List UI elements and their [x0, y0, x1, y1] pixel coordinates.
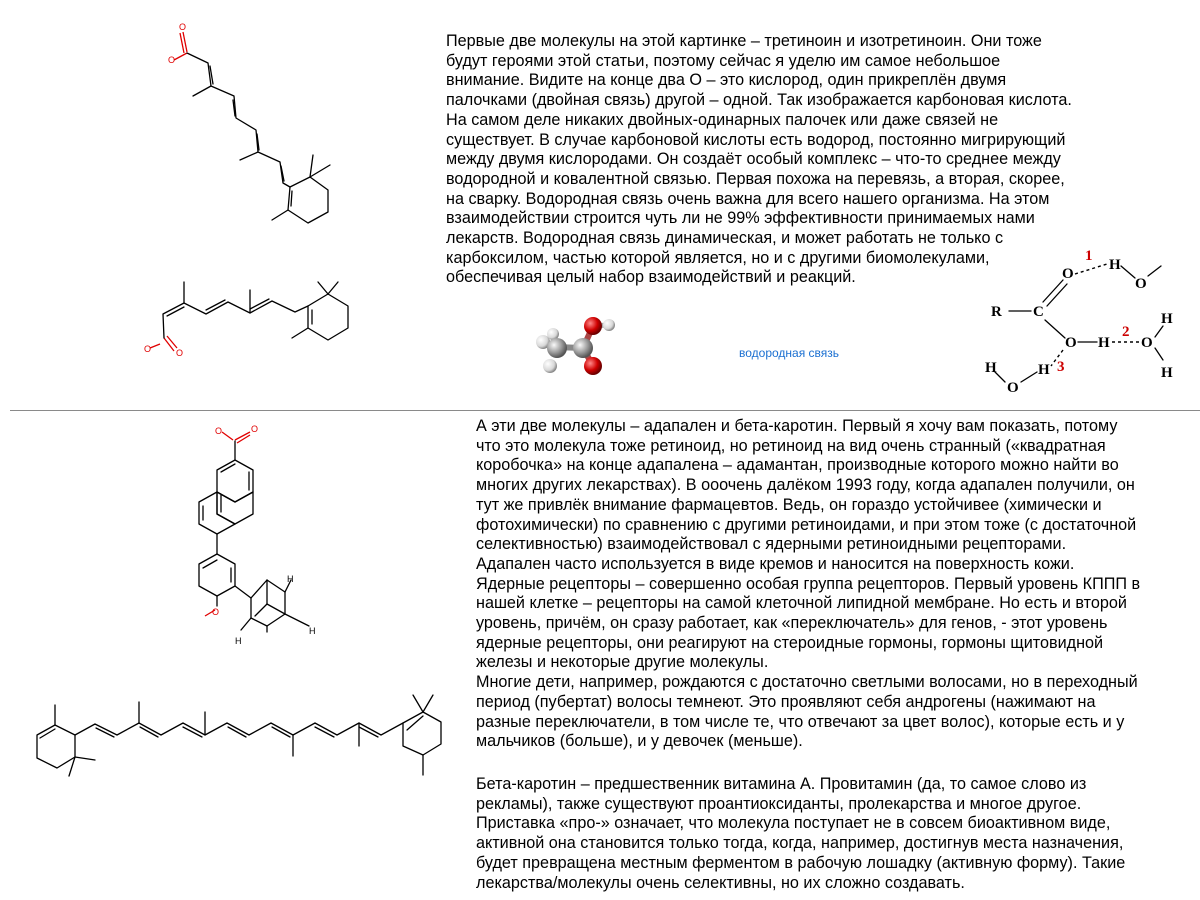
- adapalene-paragraph-line: ядерные рецепторы, они реагируют на стер…: [476, 633, 1104, 652]
- hb-water3-h2: H: [985, 360, 997, 376]
- hydrogen-label: H: [287, 574, 294, 584]
- intro-paragraph-line: на сварку. Водородная связь очень важна …: [446, 189, 1050, 208]
- beta-carotene-structure: [36, 694, 442, 777]
- acetic-acid-3d-model: [536, 317, 615, 375]
- beta-carotene-paragraph-line: лекарства/молекулы очень селективны, но …: [476, 873, 965, 892]
- beta-carotene-paragraph-line: рекламы), также существуют проантиоксида…: [476, 794, 1082, 813]
- adapalene-paragraph-line: период (пубертат) волосы темнеют. Это пр…: [476, 692, 1096, 711]
- adapalene-structure: O O O H H H: [198, 424, 316, 646]
- hydrogen-label: H: [235, 636, 242, 646]
- adapalene-paragraph-line: А эти две молекулы – адапален и бета-кар…: [476, 417, 1118, 435]
- oxygen-label: O: [212, 607, 219, 617]
- hb-water1-h: H: [1109, 257, 1121, 273]
- hb-water2-h2: H: [1161, 365, 1173, 381]
- oxygen-label: O: [215, 426, 222, 436]
- beta-carotene-bonds: [36, 694, 442, 777]
- beta-carotene-paragraph-line: Бета-каротин – предшественник витамина А…: [476, 775, 1087, 793]
- adapalene-paragraph-line: фотохимически) по сравнению с другими ре…: [476, 515, 1137, 534]
- isotretinoin-bonds: [149, 281, 349, 352]
- adapalene-bonds: [198, 431, 310, 633]
- hb-number-2: 2: [1122, 324, 1130, 340]
- oxygen-label: O: [168, 55, 175, 65]
- beta-carotene-paragraph-line: Приставка «про-» означает, что молекула …: [476, 814, 1111, 833]
- adapalene-paragraph-line: тут же привлёк внимание фармацевтов. Вед…: [476, 495, 1102, 514]
- adapalene-paragraph-line: что это молекула тоже ретиноид, но ретин…: [476, 436, 1106, 455]
- oxygen-label: O: [179, 22, 186, 32]
- oxygen-atom: [584, 317, 602, 335]
- hb-c-label: C: [1033, 304, 1044, 320]
- adapalene-paragraph-line: Ядерные рецепторы – совершенно особая гр…: [476, 574, 1141, 593]
- intro-paragraph-line: между двумя кислородами. Он создаёт особ…: [446, 150, 1061, 169]
- hb-number-3: 3: [1057, 359, 1065, 375]
- adapalene-paragraph-line: мальчиков (больше), и у девочек (меньше)…: [476, 732, 803, 751]
- hb-number-1: 1: [1085, 248, 1093, 264]
- hydrogen-atom: [536, 335, 550, 349]
- tretinoin-structure: O O: [168, 22, 331, 224]
- adapalene-paragraph-line: нашей клетке – рецепторы на самой клеточ…: [476, 594, 1127, 613]
- hb-water3-h1: H: [1038, 362, 1050, 378]
- hydrogen-label: H: [309, 626, 316, 636]
- hydrogen-bond-diagram: R C O O H O H H H O H O H 1 2 3: [985, 248, 1173, 396]
- intro-paragraph-line: водородной и ковалентной связью. Первая …: [446, 169, 1065, 188]
- intro-paragraph-line: внимание. Видите на конце два О – это ки…: [446, 71, 1007, 90]
- hb-r-label: R: [991, 304, 1002, 320]
- intro-paragraph-line: будут героями этой статьи, поэтому сейча…: [446, 51, 1001, 70]
- hydrogen-atom: [603, 319, 615, 331]
- hydrogen-atom: [543, 359, 557, 373]
- intro-paragraph-line: обеспечивая целый набор взаимодействий и…: [446, 268, 856, 287]
- hb-water3-o: O: [1007, 380, 1019, 396]
- adapalene-paragraph-line: многих других лекарствах). В ооочень дал…: [476, 476, 1135, 495]
- adapalene-paragraph-line: Адапален часто используется в виде кремо…: [476, 554, 1075, 573]
- hb-h-center: H: [1098, 335, 1110, 351]
- beta-carotene-paragraph-line: будет превращена местным ферментом в раб…: [476, 853, 1126, 872]
- intro-paragraph-line: палочками (двойная связь) другой – одной…: [446, 91, 1072, 110]
- adapalene-paragraph-line: селективностью) взаимодействовал с ядерн…: [476, 535, 1067, 554]
- intro-paragraph-line: лекарств. Водородная связь динамическая,…: [446, 229, 1004, 248]
- oxygen-label: O: [251, 424, 258, 434]
- carbon-atom: [547, 338, 567, 358]
- hb-water2-o: O: [1141, 335, 1153, 351]
- hydrogen-atom: [547, 328, 559, 340]
- hb-water2-h1: H: [1161, 311, 1173, 327]
- hb-o-hydroxyl: O: [1065, 335, 1077, 351]
- tretinoin-bonds: [173, 31, 331, 224]
- beta-carotene-paragraph: Бета-каротин – предшественник витамина А…: [476, 775, 1200, 893]
- adapalene-paragraph-line: уровень, причём, он сразу работает, как …: [476, 614, 1108, 633]
- adapalene-paragraph-line: коробочка» на конце адапалена – адаманта…: [476, 456, 1119, 475]
- beta-carotene-paragraph-line: активной она становится только тогда, ко…: [476, 834, 1124, 853]
- hb-water1-o: O: [1135, 276, 1147, 292]
- oxygen-label: O: [176, 348, 183, 358]
- oxygen-atom: [584, 357, 602, 375]
- oxygen-label: O: [144, 344, 151, 354]
- adapalene-paragraph-line: разные переключатели, в том числе те, чт…: [476, 712, 1125, 731]
- carbon-atom: [573, 338, 593, 358]
- adapalene-paragraph-line: Многие дети, например, рождаются с доста…: [476, 673, 1138, 692]
- intro-paragraph-line: На самом деле никаких двойных-одинарных …: [446, 110, 999, 129]
- intro-paragraph-line: карбоксилом, частью которой является, но…: [446, 248, 990, 267]
- intro-paragraph-line: существует. В случае карбоновой кислоты …: [446, 130, 1066, 149]
- section-divider: [10, 410, 1200, 411]
- hb-o-carbonyl: O: [1062, 266, 1074, 282]
- adapalene-paragraph: А эти две молекулы – адапален и бета-кар…: [476, 417, 1200, 752]
- isotretinoin-structure: O O: [144, 281, 349, 358]
- hydrogen-bond-link[interactable]: водородная связь: [739, 346, 840, 360]
- intro-paragraph: Первые две молекулы на этой картинке – т…: [446, 32, 1146, 288]
- adapalene-paragraph-line: железы и некоторые другие молекулы.: [476, 653, 769, 672]
- intro-paragraph-line: взаимодействии строится чуть ли не 99% э…: [446, 209, 1035, 228]
- intro-paragraph-line: Первые две молекулы на этой картинке – т…: [446, 32, 1042, 50]
